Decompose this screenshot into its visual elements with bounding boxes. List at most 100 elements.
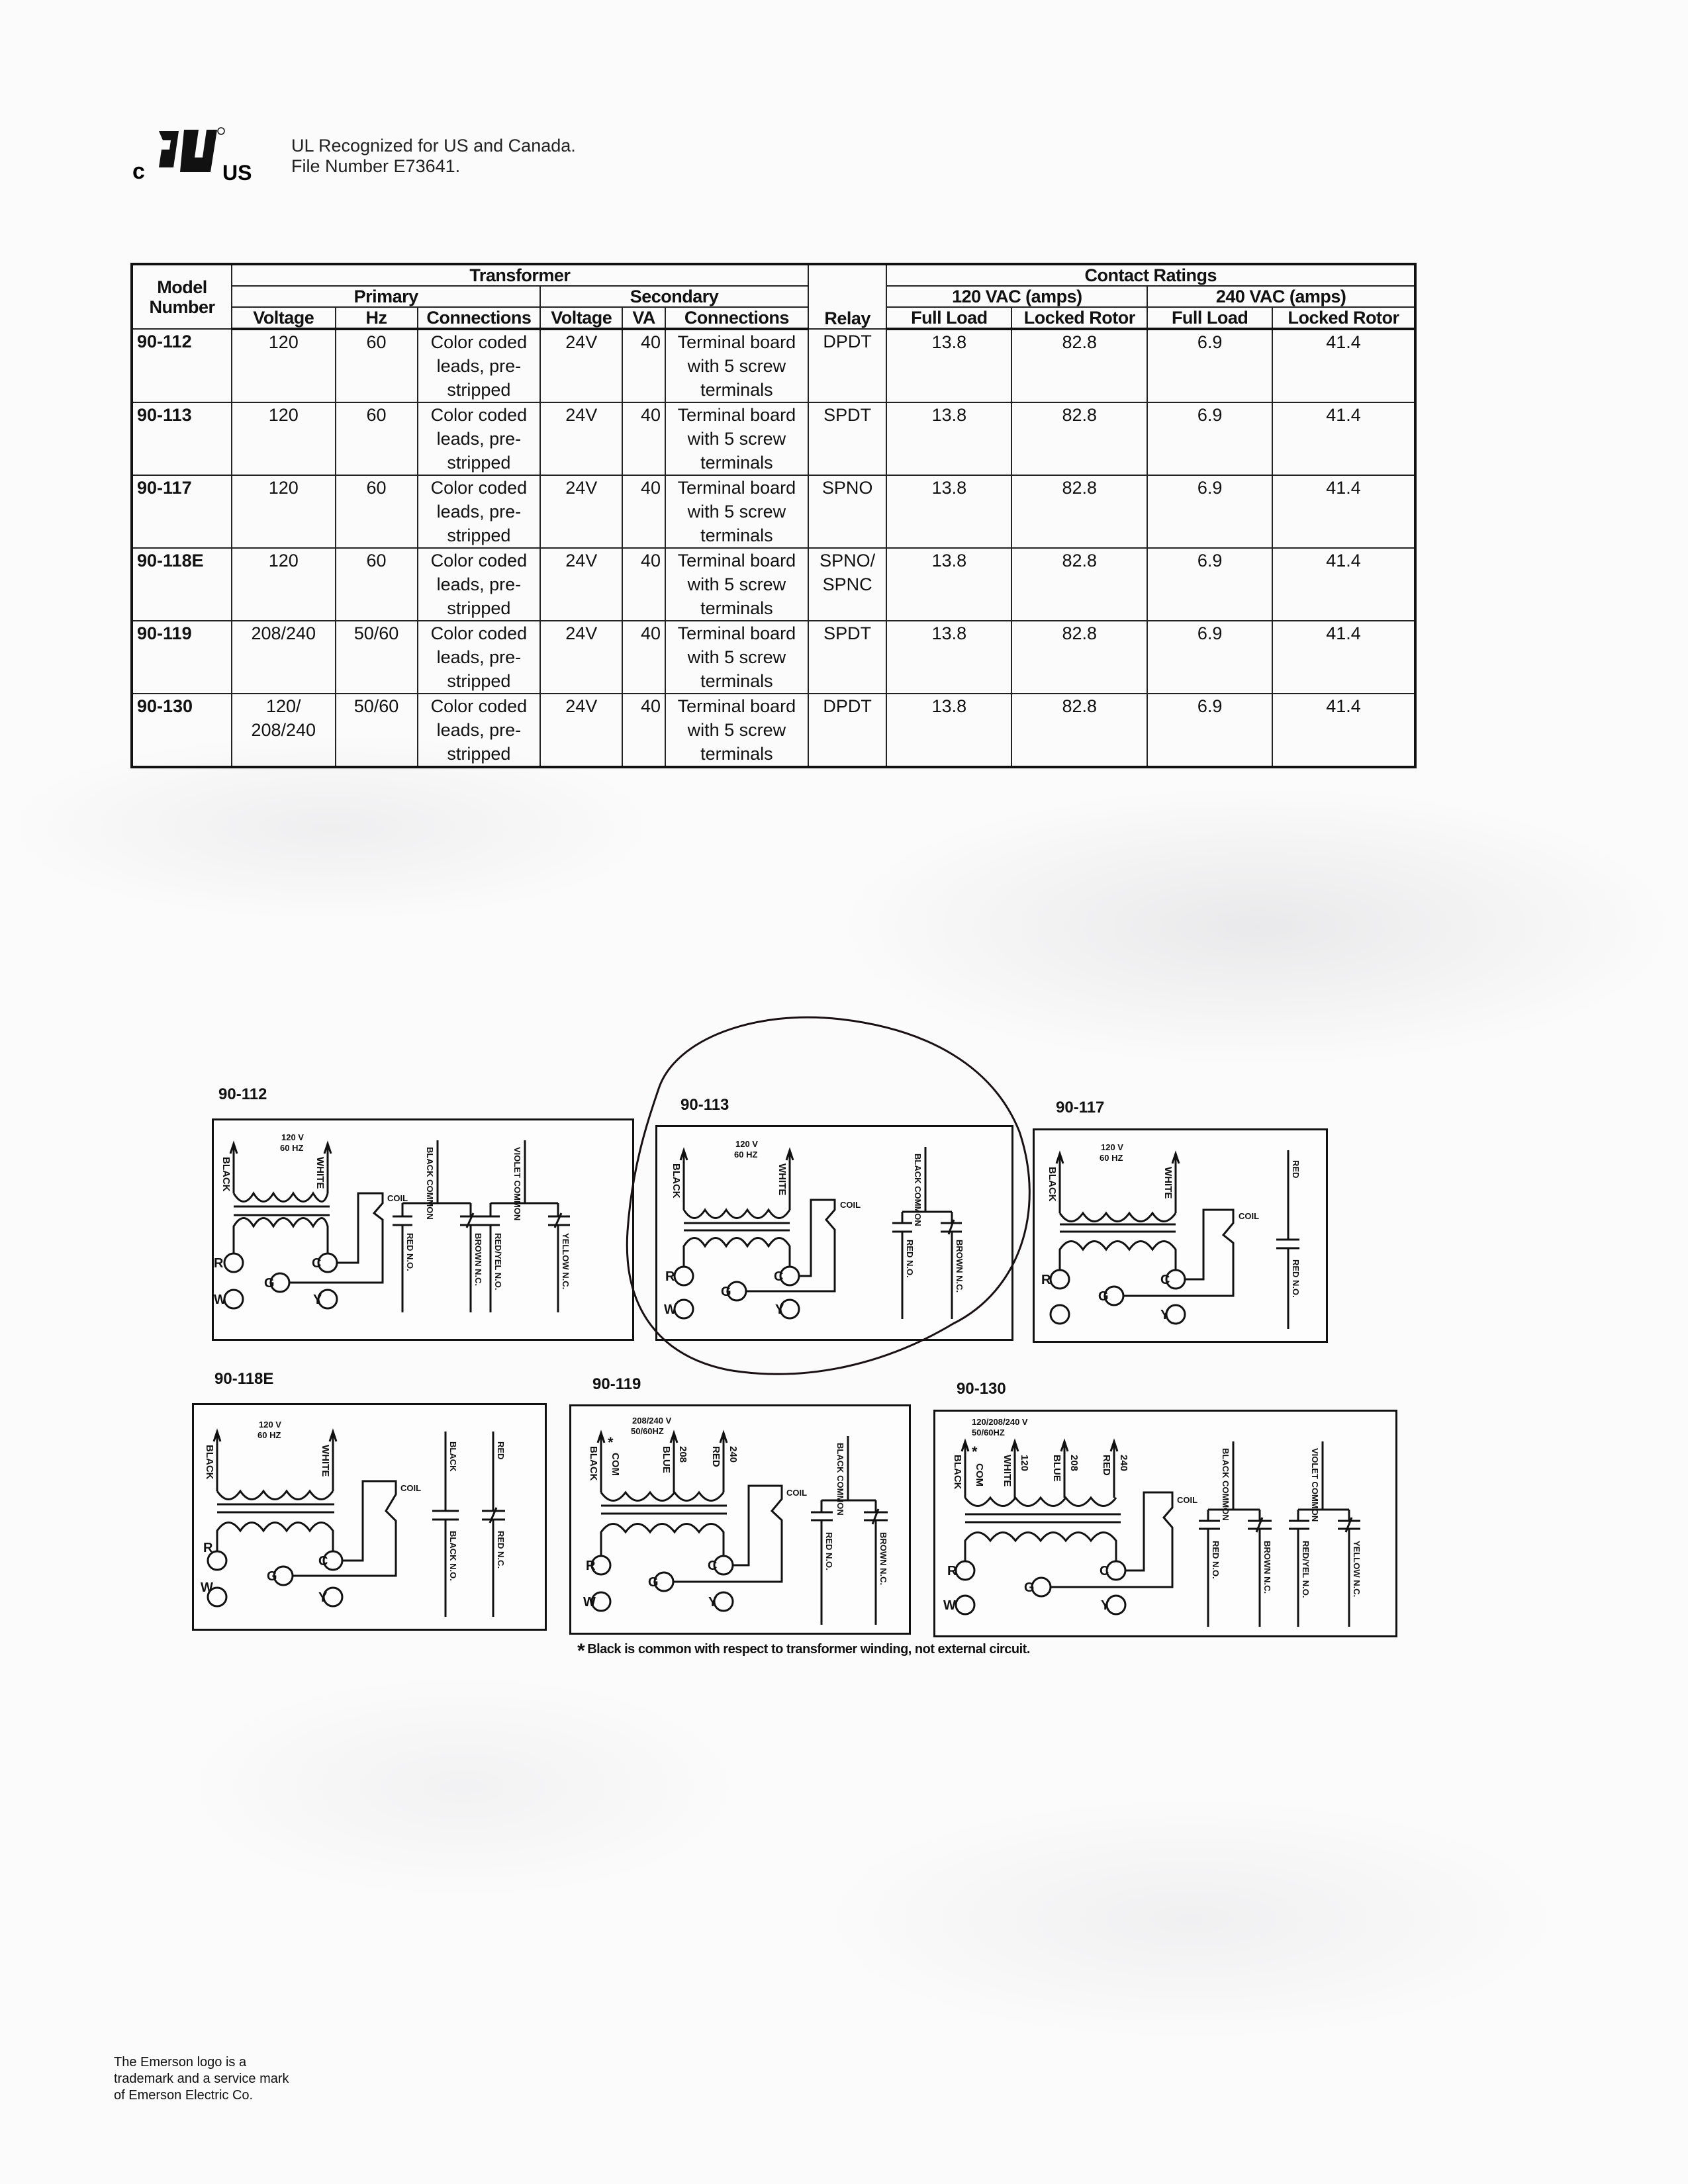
cell-240-locked-rotor: 41.4 [1272, 620, 1416, 694]
svg-text:C: C [1100, 1564, 1109, 1578]
svg-text:COIL: COIL [387, 1193, 408, 1203]
svg-text:BLACK: BLACK [952, 1455, 963, 1490]
cell-relay: DPDT [807, 328, 888, 403]
svg-text:60 HZ: 60 HZ [734, 1150, 757, 1160]
header-secondary-connections: Connections [664, 306, 809, 330]
cell-secondary-voltage: 24V [539, 547, 624, 621]
svg-text:RED: RED [710, 1446, 722, 1467]
cell-secondary-voltage: 24V [539, 620, 624, 694]
cell-relay: SPNO/ SPNC [807, 547, 888, 621]
wiring-schematic-icon: 120 V 60 HZ BLACK WHITE R C G W Y COIL B… [664, 1139, 964, 1320]
cell-secondary-connections: Terminal board with 5 screw terminals [664, 693, 809, 768]
svg-text:W: W [214, 1293, 226, 1307]
header-transformer: Transformer [231, 263, 809, 287]
cell-primary-voltage: 120 [231, 547, 336, 621]
cell-120-locked-rotor: 82.8 [1011, 693, 1149, 768]
svg-text:COIL: COIL [1239, 1211, 1259, 1221]
cell-model: 90-118E [130, 547, 233, 621]
svg-text:WHITE: WHITE [776, 1163, 788, 1195]
cell-240-full-load: 6.9 [1147, 328, 1274, 403]
svg-text:YELLOW N.C.: YELLOW N.C. [1352, 1541, 1362, 1597]
cell-secondary-connections: Terminal board with 5 screw terminals [664, 620, 809, 694]
svg-text:RED N.C.: RED N.C. [496, 1531, 506, 1569]
ul-certification-text: UL Recognized for US and Canada. File Nu… [291, 136, 576, 177]
cell-primary-voltage: 120 [231, 475, 336, 549]
diagram-title-90-112: 90-112 [218, 1085, 267, 1103]
svg-text:R: R [1041, 1273, 1051, 1287]
svg-text:VIOLET COMMON: VIOLET COMMON [1310, 1448, 1320, 1522]
svg-text:COIL: COIL [1177, 1495, 1197, 1505]
cell-secondary-va: 40 [622, 402, 666, 476]
footnote-text: Black is common with respect to transfor… [587, 1642, 1030, 1657]
svg-text:BLACK N.O.: BLACK N.O. [448, 1531, 458, 1581]
cell-240-full-load: 6.9 [1147, 547, 1274, 621]
cell-secondary-voltage: 24V [539, 402, 624, 476]
cell-240-full-load: 6.9 [1147, 693, 1274, 768]
svg-text:Y: Y [318, 1590, 328, 1605]
svg-text:120 V: 120 V [259, 1420, 281, 1430]
cell-240-locked-rotor: 41.4 [1272, 547, 1416, 621]
svg-text:R: R [947, 1564, 957, 1578]
cell-primary-voltage: 120 [231, 402, 336, 476]
svg-text:BLACK COMMON: BLACK COMMON [835, 1443, 845, 1516]
cell-120-locked-rotor: 82.8 [1011, 475, 1149, 549]
cell-120-locked-rotor: 82.8 [1011, 402, 1149, 476]
table-row: 90-119 208/240 50/60 Color coded leads, … [130, 620, 1416, 694]
cell-relay: SPNO [807, 475, 888, 549]
svg-text:R: R [214, 1256, 224, 1271]
svg-text:COM: COM [610, 1453, 621, 1476]
svg-text:RED: RED [1101, 1455, 1112, 1476]
wiring-diagram-90-119: 208/240 V 50/60HZ BLACK * COM BLUE 208 R… [569, 1404, 911, 1635]
wiring-diagram-90-118e: 120 V 60 HZ BLACK WHITE R C G W Y COIL B… [192, 1403, 547, 1631]
header-120-full-load: Full Load [886, 306, 1013, 330]
svg-text:YELLOW N.C.: YELLOW N.C. [561, 1233, 571, 1289]
svg-text:G: G [264, 1276, 275, 1291]
svg-text:BROWN N.C.: BROWN N.C. [878, 1532, 888, 1585]
svg-text:COIL: COIL [400, 1483, 421, 1493]
svg-text:W: W [201, 1580, 213, 1595]
svg-text:BLACK COMMON: BLACK COMMON [913, 1154, 923, 1226]
wiring-schematic-icon: 120 V 60 HZ BLACK WHITE R C G Y COIL RED… [1041, 1142, 1301, 1329]
ul-recognized-line: UL Recognized for US and Canada. [291, 136, 576, 156]
svg-text:BLACK COMMON: BLACK COMMON [425, 1147, 435, 1220]
svg-text:Y: Y [775, 1302, 784, 1317]
cell-240-locked-rotor: 41.4 [1272, 475, 1416, 549]
cell-primary-connections: Color coded leads, pre-stripped [416, 620, 541, 694]
svg-text:Y: Y [708, 1595, 718, 1610]
cell-secondary-connections: Terminal board with 5 screw terminals [664, 475, 809, 549]
table-row: 90-118E 120 60 Color coded leads, pre-st… [130, 547, 1416, 621]
cell-primary-hz: 60 [334, 402, 418, 476]
svg-text:BLACK COMMON: BLACK COMMON [1221, 1448, 1231, 1521]
svg-text:RED/YEL N.O.: RED/YEL N.O. [493, 1233, 503, 1290]
cell-primary-connections: Color coded leads, pre-stripped [416, 328, 541, 403]
cell-secondary-va: 40 [622, 475, 666, 549]
svg-text:W: W [943, 1598, 956, 1613]
emerson-trademark-note: The Emerson logo is a trademark and a se… [114, 2054, 289, 2104]
svg-text:BROWN N.C.: BROWN N.C. [1262, 1541, 1272, 1594]
svg-text:WHITE: WHITE [320, 1445, 331, 1477]
svg-text:BLACK: BLACK [1047, 1167, 1058, 1202]
svg-text:C: C [708, 1559, 717, 1573]
svg-text:120/208/240 V: 120/208/240 V [972, 1417, 1028, 1427]
svg-text:*: * [608, 1434, 614, 1451]
svg-text:BLACK: BLACK [588, 1446, 599, 1481]
header-model-number: Model Number [130, 263, 233, 330]
ul-recognized-logo-icon: c US [132, 127, 252, 184]
cell-240-locked-rotor: 41.4 [1272, 693, 1416, 768]
cell-120-locked-rotor: 82.8 [1011, 620, 1149, 694]
cell-secondary-voltage: 24V [539, 693, 624, 768]
cell-240-locked-rotor: 41.4 [1272, 328, 1416, 403]
svg-text:WHITE: WHITE [1002, 1455, 1013, 1486]
svg-text:RED: RED [496, 1441, 506, 1459]
svg-text:RED/YEL N.O.: RED/YEL N.O. [1301, 1541, 1311, 1598]
cell-120-locked-rotor: 82.8 [1011, 547, 1149, 621]
svg-text:VIOLET COMMON: VIOLET COMMON [512, 1147, 522, 1220]
cell-240-full-load: 6.9 [1147, 620, 1274, 694]
svg-text:RED N.O.: RED N.O. [905, 1240, 915, 1278]
cell-primary-voltage: 120/ 208/240 [231, 693, 336, 768]
svg-text:W: W [583, 1595, 596, 1610]
svg-text:120 V: 120 V [735, 1139, 758, 1149]
svg-text:C: C [318, 1554, 328, 1569]
cell-primary-connections: Color coded leads, pre-stripped [416, 693, 541, 768]
svg-text:COIL: COIL [786, 1488, 807, 1498]
